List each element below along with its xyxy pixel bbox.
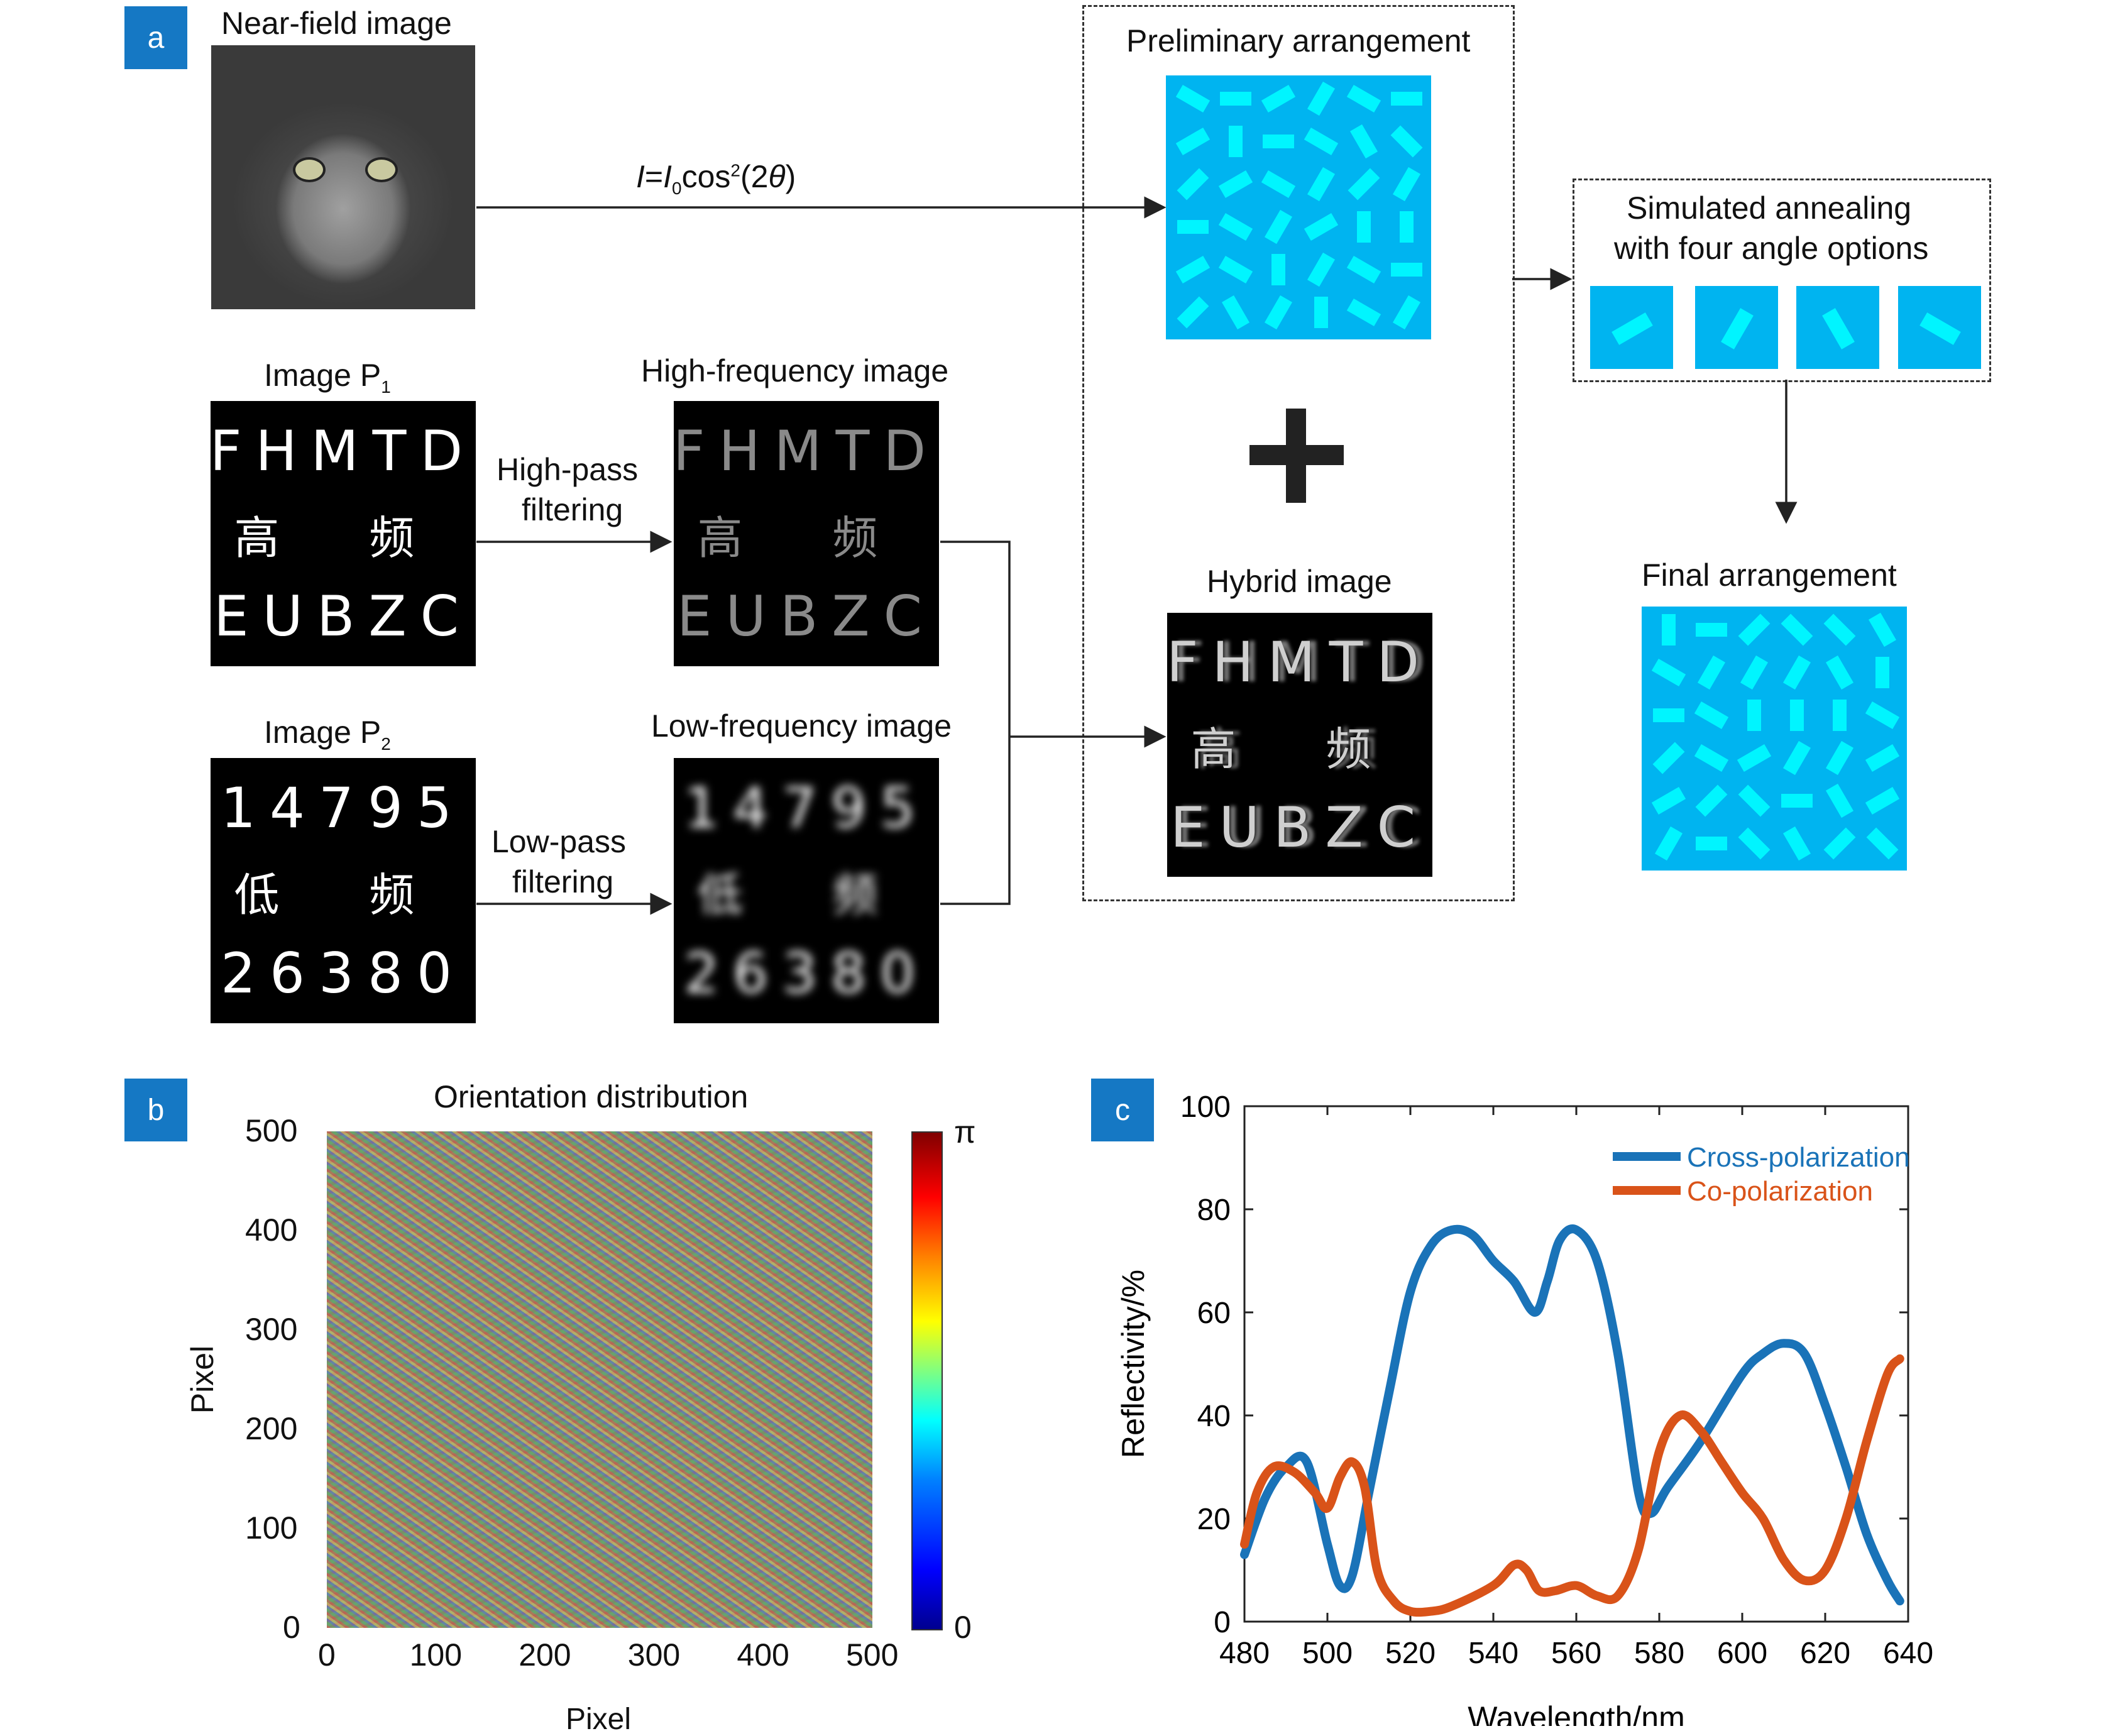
colorbar-min-label: 0	[954, 1610, 972, 1645]
p1-row-3: EUBZC	[213, 584, 473, 649]
angle-option-1	[1590, 286, 1673, 369]
final-arrangement-image	[1642, 607, 1907, 871]
p2-row-2: 低 频	[234, 868, 453, 921]
co-polarization-line	[1240, 1354, 1904, 1617]
angle-option-3	[1796, 286, 1879, 369]
cat-left-eye	[293, 157, 326, 182]
metasurface-bar	[1391, 92, 1422, 106]
intensity-formula: I=I0cos2(2θ)	[636, 159, 796, 198]
lf-row-1: 14795	[684, 775, 929, 840]
metasurface-bar	[1781, 794, 1813, 808]
legend-label: Co-polarization	[1687, 1176, 1873, 1207]
hybrid-row-2: 高 频	[1190, 722, 1409, 776]
panel-b-xtick-label: 300	[627, 1637, 681, 1673]
high-pass-line2: filtering	[522, 492, 623, 527]
high-pass-line1: High-pass	[497, 452, 639, 487]
x-tick-label: 480	[1219, 1637, 1270, 1670]
panel-b-xtick-label: 400	[737, 1637, 789, 1673]
orientation-map	[327, 1131, 872, 1628]
preliminary-arrangement-image	[1166, 75, 1431, 339]
metasurface-bar	[1653, 708, 1684, 722]
panel-b-xlabel: Pixel	[566, 1703, 632, 1736]
x-tick-label: 500	[1302, 1637, 1353, 1670]
metasurface-bar	[1220, 92, 1251, 106]
panel-b-xtick-label: 0	[318, 1637, 336, 1673]
metasurface-bar	[1696, 623, 1727, 637]
lf-row-3: 26380	[684, 941, 929, 1006]
reflectivity-chart: 480 500 520 540 560 580 600 620 640 0 20 40 60 80 100W…	[1116, 1090, 1933, 1726]
p1-row-1: FHMTD	[209, 418, 477, 483]
y-tick-label: 40	[1197, 1400, 1231, 1433]
panel-c-badge: c	[1091, 1079, 1154, 1141]
y-tick-label: 20	[1197, 1503, 1231, 1536]
hybrid-row-3: EUBZC	[1170, 794, 1430, 860]
low-frequency-label: Low-frequency image	[651, 708, 952, 744]
low-pass-line2: filtering	[512, 864, 614, 899]
p1-row-2: 高 频	[234, 511, 453, 564]
panel-b-xtick-label: 500	[846, 1637, 899, 1673]
hybrid-image: FHMTD 高 频 EUBZC	[1167, 613, 1432, 877]
hybrid-row-1: FHMTD	[1166, 630, 1434, 695]
y-tick-label: 100	[1180, 1090, 1231, 1124]
hf-row-3: EUBZC	[676, 584, 936, 649]
x-axis-label: Wavelength/nm	[1468, 1700, 1685, 1726]
plus-sign	[1249, 409, 1344, 503]
panel-b-badge: b	[124, 1079, 187, 1141]
panel-a-badge: a	[124, 6, 187, 69]
image-p1: FHMTD 高 频 EUBZC	[209, 401, 477, 666]
cat-right-eye	[365, 157, 398, 182]
colorbar-max-label: π	[954, 1114, 976, 1150]
x-tick-label: 540	[1468, 1637, 1518, 1670]
x-tick-label: 620	[1800, 1637, 1850, 1670]
high-frequency-image: FHMTD 高 频 EUBZC	[673, 401, 940, 666]
metasurface-bar	[1177, 220, 1209, 234]
x-tick-label: 580	[1634, 1637, 1684, 1670]
cross-polarization-line	[1240, 1224, 1904, 1606]
low-pass-line1: Low-pass	[491, 824, 626, 859]
connector-highfreq	[940, 541, 1011, 905]
metasurface-bar	[1263, 135, 1294, 148]
p2-row-1: 14795	[221, 775, 466, 840]
y-tick-label: 0	[1214, 1606, 1231, 1639]
final-label: Final arrangement	[1642, 558, 1897, 593]
simulated-annealing-dashed-box	[1573, 179, 1991, 382]
sa-label-line1: Simulated annealing	[1627, 190, 1912, 226]
panel-b-xtick-label: 200	[519, 1637, 571, 1673]
angle-option-4	[1898, 286, 1981, 369]
preliminary-label: Preliminary arrangement	[1126, 23, 1471, 58]
legend-label: Cross-polarization	[1687, 1142, 1910, 1173]
x-tick-label: 640	[1883, 1637, 1933, 1670]
colorbar	[911, 1131, 943, 1630]
panel-a-arrows	[476, 196, 1798, 915]
sa-label-line2: with four angle options	[1614, 231, 1929, 266]
y-tick-label: 60	[1197, 1297, 1231, 1330]
image-p2: 14795 低 频 26380	[211, 758, 476, 1023]
hybrid-label: Hybrid image	[1207, 564, 1392, 599]
near-field-label: Near-field image	[221, 6, 452, 41]
y-axis-label: Reflectivity/%	[1116, 1270, 1151, 1458]
panel-b-xtick-label: 100	[409, 1637, 463, 1673]
image-p2-label: Image P2	[264, 715, 391, 754]
x-tick-label: 560	[1551, 1637, 1601, 1670]
orientation-title: Orientation distribution	[434, 1079, 749, 1114]
image-p1-label: Image P1	[264, 358, 391, 397]
y-tick-label: 80	[1197, 1194, 1231, 1227]
low-frequency-image: 14795 低 频 26380	[674, 758, 939, 1023]
angle-option-2	[1695, 286, 1778, 369]
p2-row-3: 26380	[221, 941, 466, 1006]
hf-row-1: FHMTD	[673, 418, 940, 483]
near-field-cat-image	[211, 45, 475, 309]
metasurface-bar	[1696, 837, 1727, 850]
x-tick-label: 520	[1385, 1637, 1436, 1670]
x-tick-label: 600	[1717, 1637, 1767, 1670]
metasurface-bar	[1391, 263, 1422, 277]
preliminary-hybrid-dashed-box	[1082, 5, 1515, 901]
hf-row-2: 高 频	[697, 511, 916, 564]
panel-b-ylabel: Pixel	[185, 1345, 221, 1414]
high-frequency-label: High-frequency image	[641, 353, 949, 388]
lf-row-2: 低 频	[697, 868, 916, 921]
